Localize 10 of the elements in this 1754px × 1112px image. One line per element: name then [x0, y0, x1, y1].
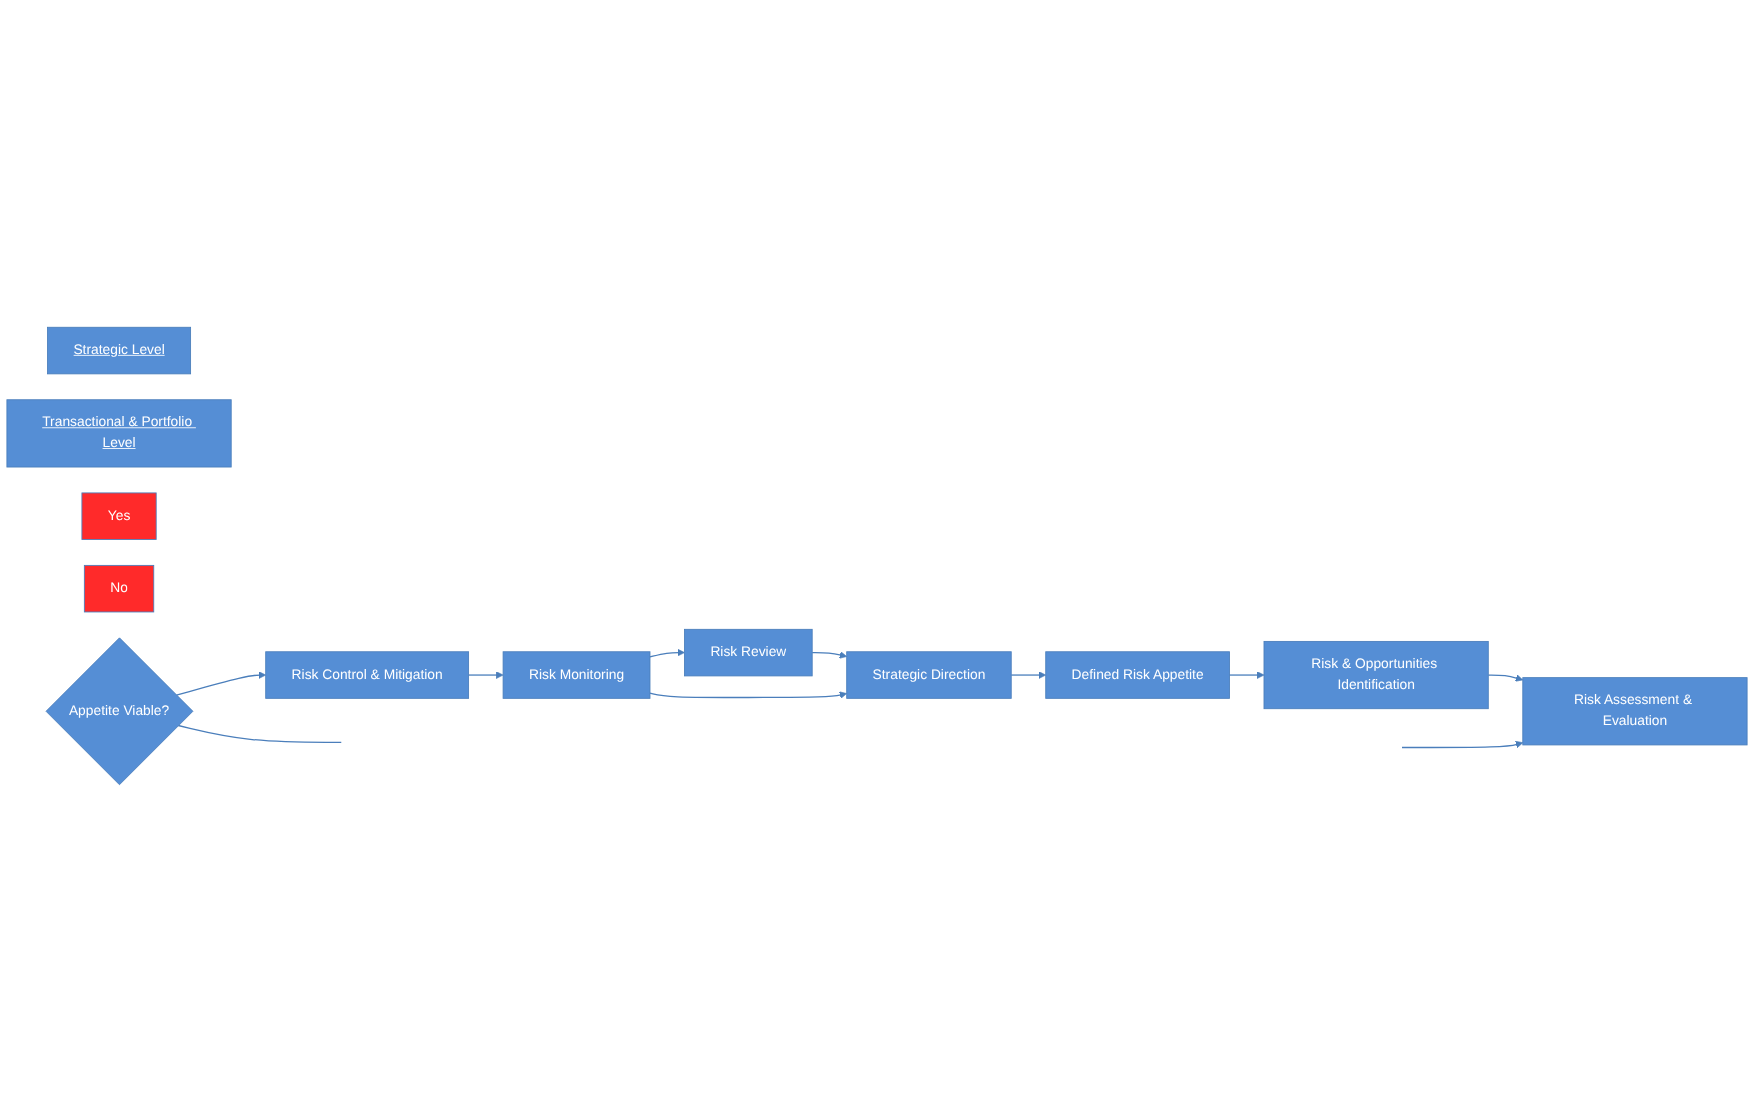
arrow — [1010, 671, 1047, 679]
arrow — [175, 671, 267, 696]
connector — [177, 724, 342, 743]
arrow — [811, 651, 848, 659]
arrow — [1487, 674, 1524, 682]
arrow — [1228, 671, 1265, 679]
arrow — [649, 648, 685, 658]
arrow — [1401, 740, 1524, 749]
arrow — [649, 691, 848, 699]
arrow — [467, 671, 504, 679]
